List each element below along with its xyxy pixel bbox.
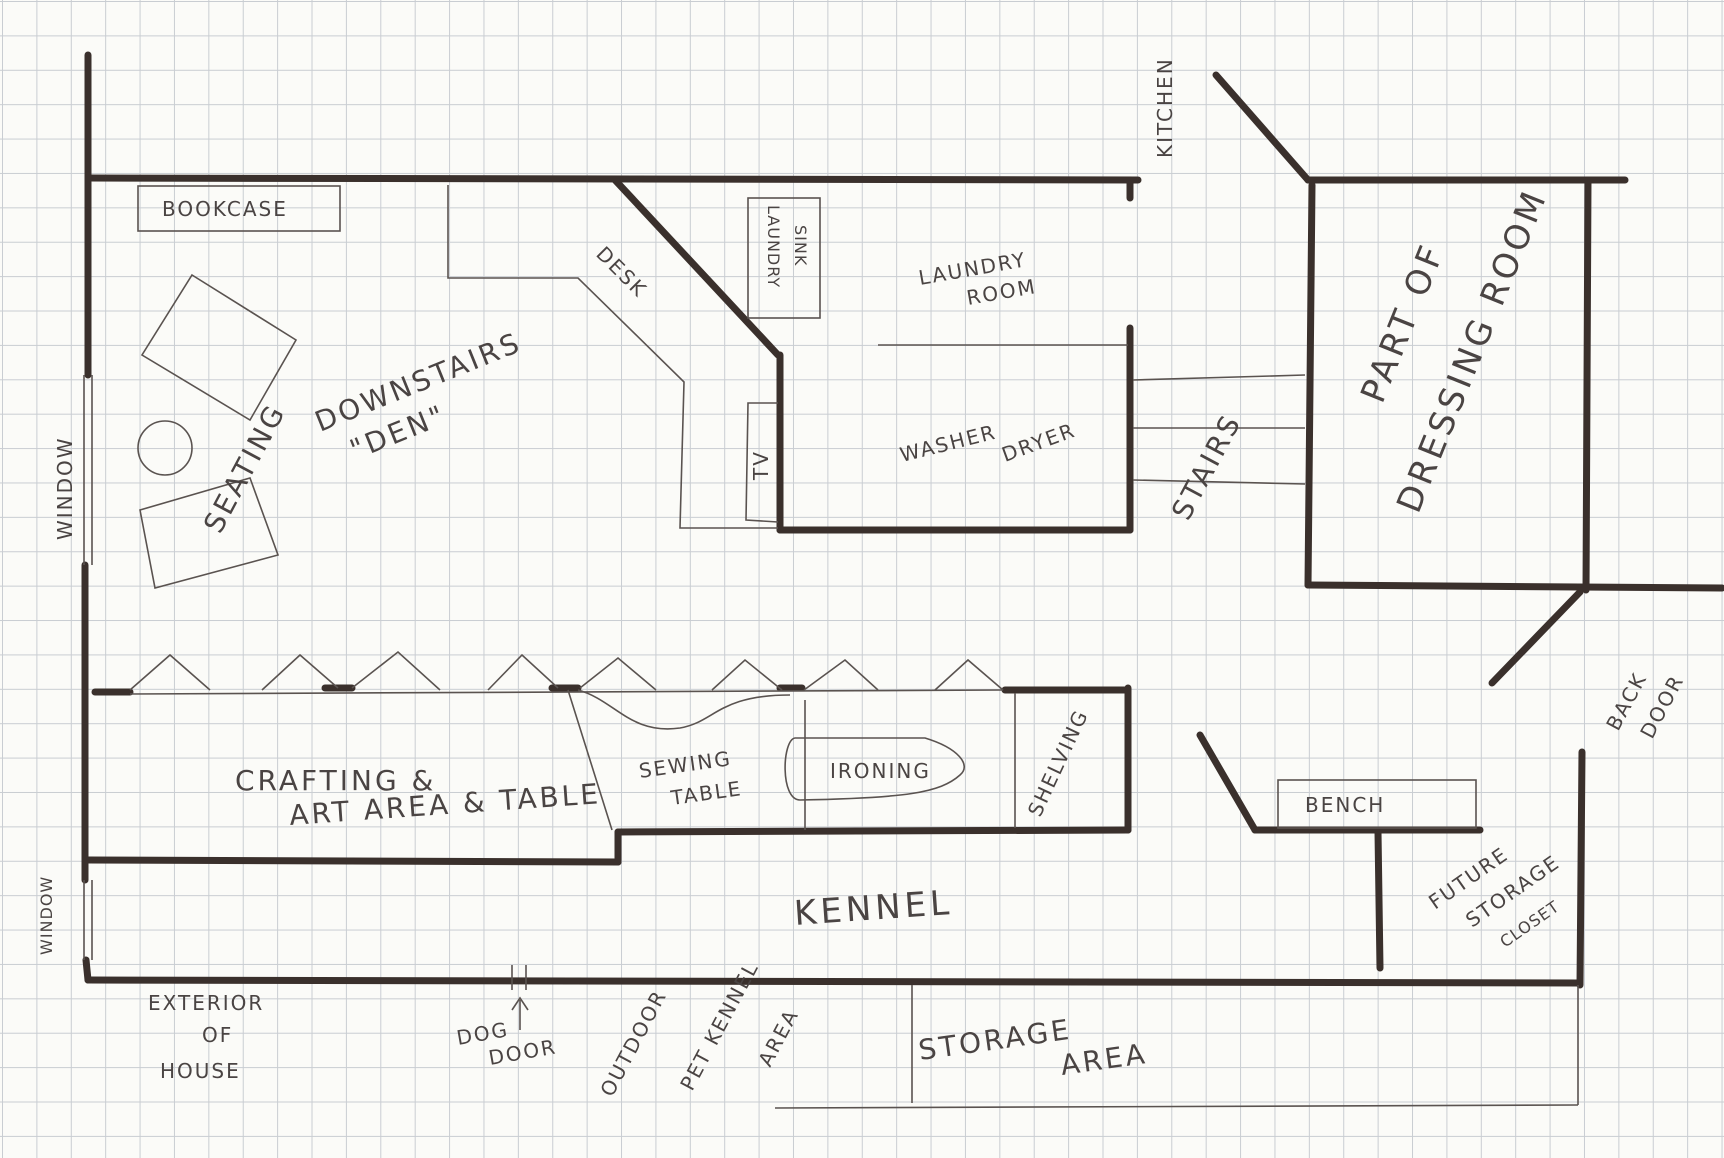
labels: BOOKCASE SEATING DOWNSTAIRS "DEN" WINDOW… [37, 57, 1689, 1100]
desk-outline [447, 185, 778, 529]
kennel-label: KENNEL [793, 883, 954, 934]
dryer-label: DRYER [999, 418, 1079, 467]
window-bottom-label: WINDOW [37, 876, 56, 955]
wall-south [84, 976, 1584, 987]
door-swing-5 [579, 656, 657, 691]
stairs-label: STAIRS [1165, 408, 1248, 525]
shelving-label: SHELVING [1023, 705, 1094, 820]
door-swing-2 [261, 653, 339, 691]
stairs-line-1 [1132, 374, 1306, 381]
dog-door-arrowhead [511, 996, 529, 1011]
stairs-line-3 [1132, 479, 1306, 485]
storage-bottom [774, 1104, 1579, 1109]
wall-bench-diagonal [1196, 731, 1259, 834]
ironing-label: IRONING [830, 759, 931, 783]
desk-label: DESK [591, 242, 652, 303]
dressing-label-2: DRESSING ROOM [1389, 183, 1556, 518]
bench-label: BENCH [1305, 793, 1385, 817]
wall-dressing-south [1304, 581, 1724, 592]
bookcase-box [137, 185, 341, 232]
windows [83, 375, 93, 960]
door-swing-7 [803, 658, 879, 691]
laundry-sink-box [747, 197, 821, 319]
door-swing-8 [934, 658, 1004, 691]
door-swing-3 [351, 650, 441, 691]
door-swing-4 [487, 653, 559, 691]
kitchen-label: KITCHEN [1153, 57, 1177, 158]
crafting-label-1: CRAFTING & [235, 764, 436, 797]
tv-box [745, 402, 779, 523]
sewing-label-2: TABLE [668, 776, 743, 810]
sewing-table-curve [567, 689, 791, 831]
wall-desk-diagonal [611, 176, 782, 359]
wall-dressing-west [1304, 181, 1316, 589]
furniture [129, 185, 1579, 1109]
seating-chair-bottom [139, 477, 280, 589]
seating-chair-top [140, 273, 298, 422]
tv-label: TV [749, 450, 773, 481]
bookcase-label: BOOKCASE [162, 197, 288, 221]
laundry-sink-label-1: LAUNDRY [764, 205, 783, 288]
seating-table [137, 420, 193, 476]
outdoor-label-1: OUTDOOR [595, 985, 671, 1100]
ironing-board [784, 737, 966, 801]
wall-closet [1374, 828, 1384, 972]
exterior-label-1: EXTERIOR [148, 991, 264, 1015]
sewing-label-1: SEWING [637, 746, 733, 783]
wall-kitchen-door [1212, 71, 1312, 184]
exterior-label-3: HOUSE [160, 1059, 241, 1083]
wall-east-lower [1576, 748, 1586, 989]
door-swings [129, 650, 1004, 691]
door-swing-1 [129, 653, 211, 691]
bench-box [1277, 779, 1477, 829]
outdoor-label-2: PET KENNEL [675, 957, 763, 1094]
storage-label-1: STORAGE [916, 1013, 1073, 1067]
wall-craft-south [84, 856, 622, 866]
laundry-sink-label-2: SINK [791, 225, 810, 266]
wall-sewing-south [614, 826, 1132, 836]
walls [81, 51, 1724, 989]
door-swing-6 [711, 658, 783, 691]
seating-label: SEATING [197, 398, 293, 538]
exterior-label-2: OF [202, 1023, 233, 1047]
wall-back-door-swing [1488, 588, 1584, 687]
washer-label: WASHER [897, 420, 999, 467]
window-top-label: WINDOW [53, 436, 77, 540]
wall-dressing-east [1582, 176, 1592, 594]
craft-top-line [129, 689, 1004, 695]
outdoor-label-3: AREA [753, 1004, 803, 1070]
